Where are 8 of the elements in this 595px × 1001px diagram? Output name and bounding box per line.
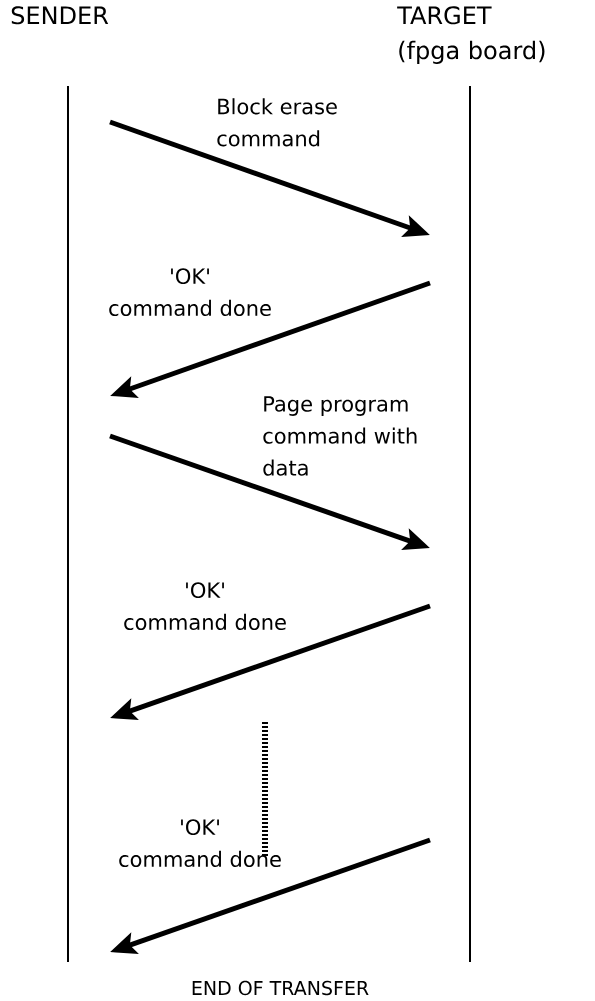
edge-label: Page program command with data [263, 396, 417, 476]
edge-label: Block erase command [217, 98, 337, 147]
edge-label: 'OK' command done [124, 582, 286, 631]
edge-label: 'OK' command done [109, 268, 271, 317]
edge-label: 'OK' command done [119, 819, 281, 868]
lifeline-heading: SENDER [11, 6, 109, 25]
lifeline-heading: TARGET (fpga board) [397, 6, 545, 64]
footer-note: END OF TRANSFER [192, 980, 369, 996]
